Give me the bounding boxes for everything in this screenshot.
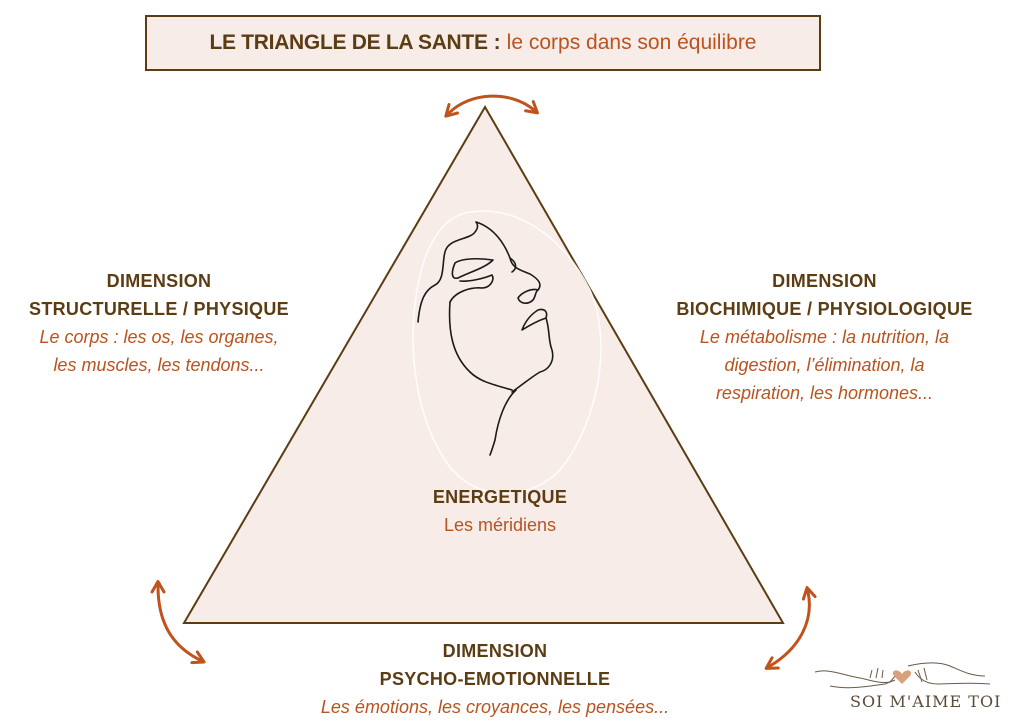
center-desc: Les méridiens [443, 515, 557, 535]
bottom-dimension: DIMENSION PSYCHO-EMOTIONNELLE Les émotio… [240, 637, 750, 721]
double-arrow-left-icon [150, 580, 206, 665]
face-halo [412, 210, 602, 495]
bottom-desc-line1: Les émotions, les croyances, les pensées… [320, 697, 670, 717]
right-desc-line1: Le métabolisme : la nutrition, la [699, 327, 950, 347]
center-energetique: ENERGETIQUE Les méridiens [390, 483, 610, 539]
left-desc-line2: les muscles, les tendons... [53, 355, 265, 375]
left-desc-line1: Le corps : les os, les organes, [39, 327, 279, 347]
bottom-heading-line1: DIMENSION [442, 641, 548, 661]
double-arrow-top-icon [444, 94, 539, 118]
left-heading-line1: DIMENSION [106, 271, 212, 291]
right-desc-line2: digestion, l’élimination, la [724, 355, 925, 375]
hands-heart-icon [814, 662, 991, 689]
double-arrow-right-icon [764, 586, 817, 670]
right-heading-line2: BIOCHIMIQUE / PHYSIOLOGIQUE [676, 299, 973, 319]
title-subtitle: le corps dans son équilibre [506, 31, 757, 54]
right-heading-line1: DIMENSION [772, 271, 877, 291]
logo-text: SOI M'AIME TOI [850, 692, 1002, 711]
bottom-heading-line2: PSYCHO-EMOTIONNELLE [379, 669, 611, 689]
title-separator: : [493, 31, 501, 54]
title-banner: LE TRIANGLE DE LA SANTE : le corps dans … [145, 15, 821, 71]
left-heading-line2: STRUCTURELLE / PHYSIQUE [29, 299, 289, 319]
brand-logo: SOI M'AIME TOI [810, 656, 1010, 720]
title-main: LE TRIANGLE DE LA SANTE [209, 31, 488, 54]
right-desc-line3: respiration, les hormones... [715, 383, 934, 403]
face-line-drawing-icon [417, 221, 554, 456]
right-dimension: DIMENSION BIOCHIMIQUE / PHYSIOLOGIQUE Le… [630, 267, 1019, 407]
left-dimension: DIMENSION STRUCTURELLE / PHYSIQUE Le cor… [0, 267, 318, 379]
center-heading: ENERGETIQUE [432, 487, 568, 507]
triangle-shape [182, 105, 785, 624]
